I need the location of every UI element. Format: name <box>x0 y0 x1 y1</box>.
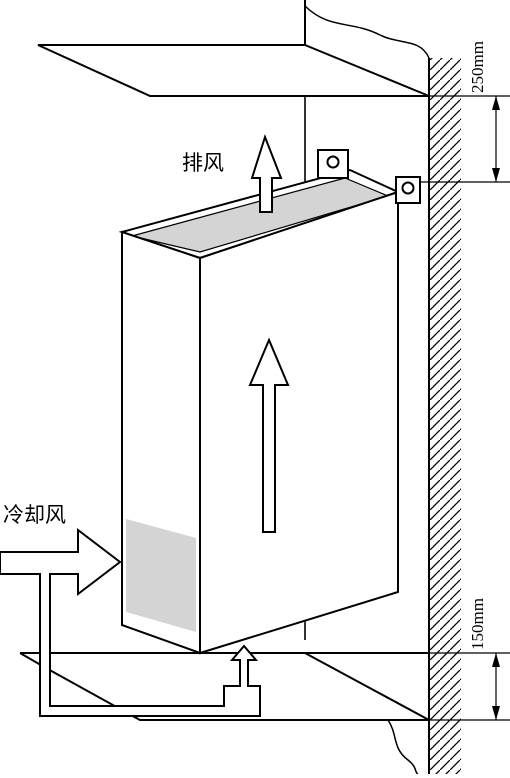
mount-hole-top-left <box>326 155 340 169</box>
top-clearance-label: 250mm <box>468 41 487 93</box>
mount-hole-top-right <box>401 181 415 195</box>
internal-airflow-arrow <box>248 337 290 533</box>
bottom-plate <box>19 652 430 775</box>
drive-side-intake-vent <box>126 519 196 632</box>
exhaust-arrow <box>250 133 283 213</box>
cooling-air-label: 冷却风 <box>3 503 66 527</box>
bottom-clearance-label: 150mm <box>468 598 487 650</box>
wall-hatching <box>429 58 461 774</box>
exhaust-air-label: 排风 <box>182 151 224 175</box>
drive-front-face <box>199 190 399 655</box>
wall <box>428 58 461 774</box>
drive-unit <box>118 149 421 655</box>
cooling-air-path <box>0 527 261 717</box>
